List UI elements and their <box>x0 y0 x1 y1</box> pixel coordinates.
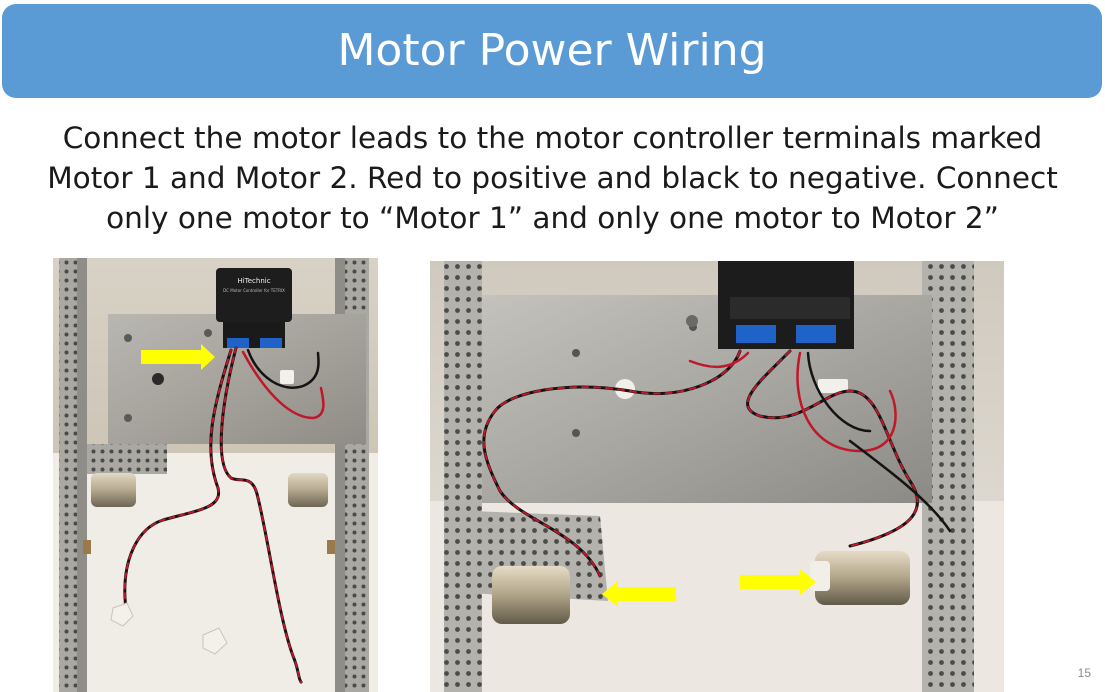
slide-number: 15 <box>1077 666 1091 680</box>
photo-wiring-closeup <box>430 261 1004 692</box>
controller-caption: DC Motor Controller for TETRIX <box>223 288 285 293</box>
arrow-right-icon <box>141 344 215 370</box>
slide-title: Motor Power Wiring <box>337 25 767 76</box>
instruction-line-1: Connect the motor leads to the motor con… <box>62 121 1043 155</box>
instruction-line-3: only one motor to “Motor 1” and only one… <box>106 201 999 235</box>
photo-wiring-overview: HiTechnic DC Motor Controller for TETRIX <box>53 258 378 692</box>
instruction-line-2: Motor 1 and Motor 2. Red to positive and… <box>47 161 1058 195</box>
arrow-right-icon <box>740 569 816 595</box>
controller-brand: HiTechnic <box>237 277 270 285</box>
title-banner: Motor Power Wiring <box>2 4 1102 98</box>
instruction-text: Connect the motor leads to the motor con… <box>20 118 1085 238</box>
arrow-left-icon <box>602 581 676 607</box>
